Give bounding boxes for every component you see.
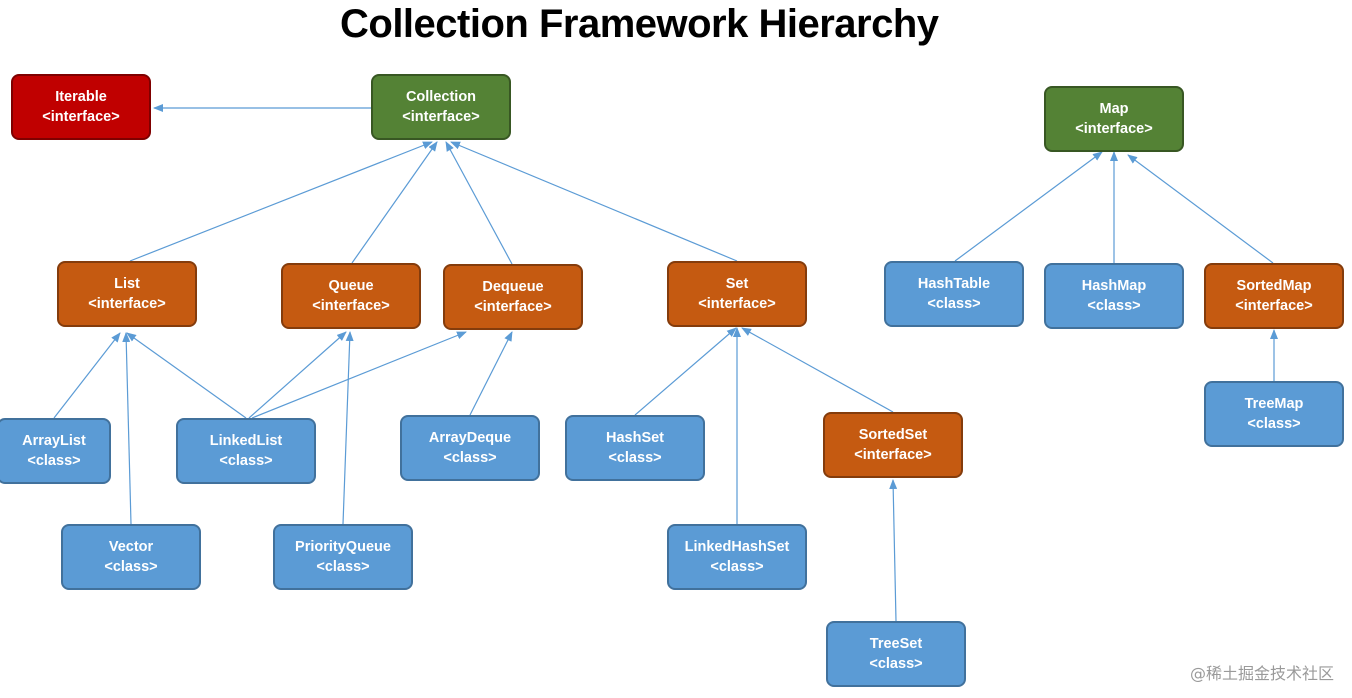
node-name: Set — [725, 276, 749, 292]
priorityqueue-node[interactable]: PriorityQueue <class> — [273, 524, 413, 590]
iterable-node[interactable]: Iterable <interface> — [11, 74, 151, 140]
node-name: Vector — [108, 539, 154, 555]
edge-sortedset-to-set — [741, 327, 894, 413]
hashmap-node[interactable]: HashMap <class> — [1044, 263, 1184, 329]
treeset-node[interactable]: TreeSet <class> — [826, 621, 966, 687]
edge-queue-to-collection — [351, 141, 438, 264]
edge-linkedlist-to-queue — [248, 331, 347, 419]
edge-list-to-collection — [129, 141, 433, 262]
node-type: <class> — [104, 559, 158, 575]
map-node[interactable]: Map <interface> — [1044, 86, 1184, 152]
node-type: <interface> — [88, 296, 166, 312]
edge-hashset-to-set — [634, 327, 737, 416]
node-name: LinkedList — [209, 433, 283, 449]
node-name: ArrayList — [22, 433, 86, 449]
node-name: HashMap — [1081, 278, 1147, 294]
queue-node[interactable]: Queue <interface> — [281, 263, 421, 329]
edge-dequeue-to-collection — [445, 141, 513, 265]
node-type: <class> — [27, 453, 81, 469]
node-name: SortedSet — [858, 427, 928, 443]
node-name: Map — [1099, 101, 1129, 117]
edge-linkedlist-to-dequeue — [251, 331, 467, 419]
vector-node[interactable]: Vector <class> — [61, 524, 201, 590]
node-name: PriorityQueue — [295, 539, 391, 555]
edge-vector-to-list — [122, 332, 132, 525]
edge-arraydeque-to-dequeue — [469, 331, 513, 416]
node-name: LinkedHashSet — [684, 539, 790, 555]
arraylist-node[interactable]: ArrayList <class> — [0, 418, 111, 484]
node-name: HashSet — [605, 430, 665, 446]
node-name: SortedMap — [1236, 278, 1312, 294]
node-type: <class> — [219, 453, 273, 469]
node-type: <interface> — [854, 447, 932, 463]
set-node[interactable]: Set <interface> — [667, 261, 807, 327]
node-type: <interface> — [42, 109, 120, 125]
diagram-title: Collection Framework Hierarchy — [340, 2, 939, 46]
node-name: ArrayDeque — [428, 430, 512, 446]
node-type: <interface> — [312, 298, 390, 314]
node-name: Dequeue — [482, 279, 544, 295]
edge-sortedmap-to-map — [1127, 154, 1274, 264]
node-type: <class> — [710, 559, 764, 575]
node-type: <interface> — [402, 109, 480, 125]
list-node[interactable]: List <interface> — [57, 261, 197, 327]
edge-treeset-to-sortedset — [889, 479, 898, 622]
hashtable-node[interactable]: HashTable <class> — [884, 261, 1024, 327]
node-type: <class> — [869, 656, 923, 672]
edge-set-to-collection — [450, 141, 738, 262]
linkedhashset-node[interactable]: LinkedHashSet <class> — [667, 524, 807, 590]
watermark: @稀土掘金技术社区 — [1189, 664, 1334, 683]
linkedlist-node[interactable]: LinkedList <class> — [176, 418, 316, 484]
node-type: <class> — [443, 450, 497, 466]
node-type: <interface> — [474, 299, 552, 315]
node-type: <interface> — [1235, 298, 1313, 314]
edge-linkedlist-to-list — [126, 332, 247, 419]
dequeue-node[interactable]: Dequeue <interface> — [443, 264, 583, 330]
treemap-node[interactable]: TreeMap <class> — [1204, 381, 1344, 447]
node-type: <interface> — [1075, 121, 1153, 137]
node-name: Queue — [328, 278, 374, 294]
node-type: <class> — [608, 450, 662, 466]
node-type: <class> — [1087, 298, 1141, 314]
arraydeque-node[interactable]: ArrayDeque <class> — [400, 415, 540, 481]
sortedset-node[interactable]: SortedSet <interface> — [823, 412, 963, 478]
node-type: <class> — [316, 559, 370, 575]
sortedmap-node[interactable]: SortedMap <interface> — [1204, 263, 1344, 329]
collection-node[interactable]: Collection <interface> — [371, 74, 511, 140]
node-name: HashTable — [917, 276, 991, 292]
node-name: Collection — [405, 89, 477, 105]
node-type: <class> — [927, 296, 981, 312]
node-name: TreeMap — [1244, 396, 1304, 412]
node-name: Iterable — [55, 89, 107, 105]
node-type: <interface> — [698, 296, 776, 312]
edge-hashtable-to-map — [954, 151, 1103, 262]
hashset-node[interactable]: HashSet <class> — [565, 415, 705, 481]
node-name: TreeSet — [869, 636, 923, 652]
edge-priorityqueue-to-queue — [342, 331, 354, 525]
node-type: <class> — [1247, 416, 1301, 432]
node-name: List — [114, 276, 140, 292]
edge-arraylist-to-list — [53, 332, 121, 419]
